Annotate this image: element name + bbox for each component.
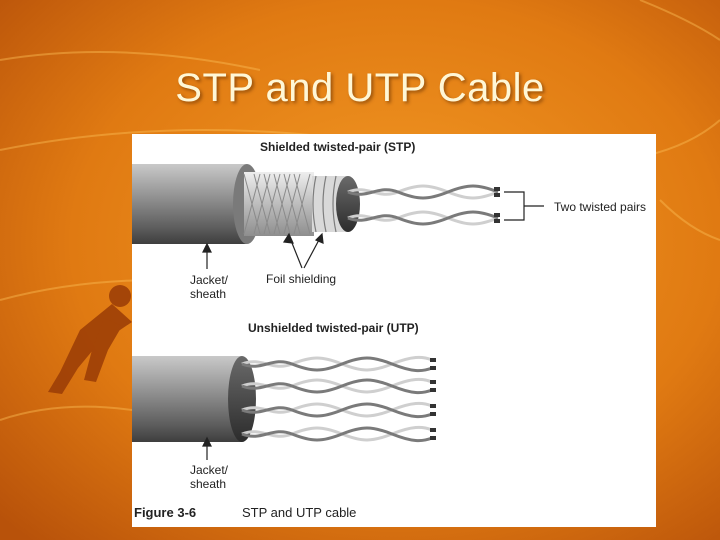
utp-twisted-pair-2 (241, 377, 433, 395)
utp-cable (132, 355, 436, 443)
utp-wire-tips (430, 358, 436, 440)
pairs-label: Two twisted pairs (554, 200, 646, 214)
foil-label: Foil shielding (266, 272, 336, 286)
stp-braid-shield (243, 172, 314, 236)
stp-sheath-label: sheath (190, 287, 226, 301)
sprinter-silhouette (48, 285, 132, 394)
stp-wire-tips (494, 187, 500, 223)
slide-title: STP and UTP Cable (175, 66, 545, 110)
utp-jacket (132, 356, 242, 442)
figure-caption-number: Figure 3-6 (134, 505, 196, 520)
stp-jacket-label: Jacket/ (190, 273, 229, 287)
stp-cable (132, 164, 500, 244)
pairs-bracket (504, 191, 544, 221)
stp-heading: Shielded twisted-pair (STP) (260, 140, 415, 154)
figure-caption-text: STP and UTP cable (242, 505, 356, 520)
utp-twisted-pair-3 (241, 401, 433, 419)
utp-heading: Unshielded twisted-pair (UTP) (248, 321, 419, 335)
stp-jacket-pointer (202, 242, 212, 269)
utp-sheath-label: sheath (190, 477, 226, 491)
cable-diagram: Shielded twisted-pair (STP) (132, 140, 646, 520)
utp-jacket-pointer (202, 436, 212, 460)
figure-panel: Shielded twisted-pair (STP) (132, 134, 656, 527)
utp-jacket-label: Jacket/ (190, 463, 229, 477)
stp-twisted-pair-1 (347, 184, 499, 200)
stp-twisted-pair-2 (347, 210, 499, 226)
utp-twisted-pair-1 (241, 355, 433, 373)
foil-pointers (282, 232, 324, 269)
utp-twisted-pair-4 (241, 425, 433, 443)
stp-jacket (132, 164, 247, 244)
